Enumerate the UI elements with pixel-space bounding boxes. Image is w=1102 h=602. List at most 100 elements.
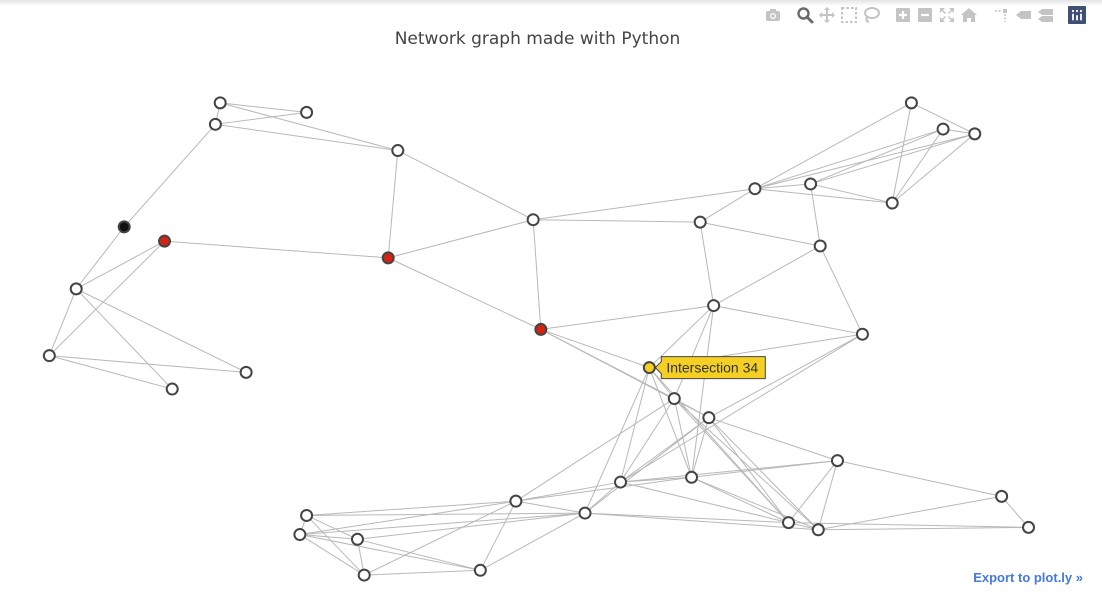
graph-node[interactable] [885, 196, 899, 210]
pan-button[interactable] [816, 5, 838, 25]
graph-node[interactable] [391, 144, 405, 158]
graph-node[interactable] [165, 382, 179, 396]
graph-node[interactable] [534, 322, 548, 336]
graph-edge [540, 305, 714, 330]
graph-edge [708, 417, 819, 531]
hover-label-box [654, 356, 766, 380]
graph-node[interactable] [936, 122, 950, 136]
graph-edge [620, 367, 650, 483]
graph-edge [891, 128, 944, 204]
graph-edge [673, 398, 819, 531]
nodes-layer [42, 96, 1036, 582]
hover-compare-icon [1038, 9, 1053, 22]
graph-edge [479, 500, 517, 571]
graph-edge [754, 102, 912, 190]
graph-edge [891, 133, 976, 204]
graph-node[interactable] [748, 182, 762, 196]
graph-edge [299, 534, 481, 571]
graph-node[interactable] [69, 282, 83, 296]
graph-node[interactable] [213, 96, 227, 110]
zoom-icon [797, 7, 814, 24]
camera-button[interactable] [762, 5, 784, 25]
graph-node[interactable] [239, 365, 253, 379]
graph-edge [674, 398, 710, 419]
graph-edge [584, 481, 621, 514]
graph-edge [306, 500, 516, 516]
graph-edge [818, 495, 1002, 531]
graph-edge [533, 188, 755, 221]
graph-node[interactable] [293, 528, 307, 542]
plotly-logo-button[interactable] [1066, 5, 1088, 25]
graph-node[interactable] [526, 213, 540, 227]
graph-node[interactable] [811, 523, 825, 537]
graph-edge [754, 183, 811, 190]
lasso-select-icon [864, 7, 880, 23]
graph-node[interactable] [968, 127, 982, 141]
zoom-out-button[interactable] [914, 5, 936, 25]
graph-node[interactable] [855, 327, 869, 341]
graph-node[interactable] [300, 508, 314, 522]
graph-node[interactable] [158, 234, 172, 248]
graph-node[interactable] [813, 239, 827, 253]
lasso-select-button[interactable] [860, 5, 882, 25]
graph-node[interactable] [685, 470, 699, 484]
graph-edge [837, 460, 1002, 497]
graph-node[interactable] [830, 454, 844, 468]
graph-node[interactable] [300, 105, 314, 119]
graph-edge [75, 288, 247, 373]
graph-edge [891, 102, 912, 204]
graph-node[interactable] [707, 299, 721, 313]
graph-edge [911, 102, 975, 135]
zoom-in-button[interactable] [892, 5, 914, 25]
graph-edge [357, 512, 586, 540]
graph-node[interactable] [350, 532, 364, 546]
graph-edge [515, 398, 675, 502]
graph-edge [75, 240, 165, 290]
graph-edge [480, 512, 586, 571]
graph-node[interactable] [208, 117, 222, 131]
reset-axes-button[interactable] [958, 5, 980, 25]
box-select-button[interactable] [838, 5, 860, 25]
graph-node[interactable] [614, 475, 628, 489]
graph-edge [215, 111, 307, 125]
graph-edge [584, 367, 650, 514]
graph-node[interactable] [782, 516, 796, 530]
graph-edge [817, 460, 838, 530]
graph-edge [306, 515, 365, 576]
zoom-button[interactable] [794, 5, 816, 25]
graph-node[interactable] [509, 494, 523, 508]
graph-node[interactable] [357, 568, 371, 582]
autoscale-button[interactable] [936, 5, 958, 25]
graph-edge [713, 305, 863, 335]
graph-node[interactable] [667, 392, 681, 406]
graph-edge [387, 150, 399, 258]
graph-node[interactable] [381, 251, 395, 265]
graph-edge [357, 538, 481, 571]
graph-edge [691, 476, 789, 524]
graph-node[interactable] [642, 361, 656, 375]
export-to-plotly-link[interactable]: Export to plot.ly » [973, 570, 1083, 585]
graph-edge [584, 512, 819, 531]
graph-node[interactable] [904, 96, 918, 110]
graph-edge [691, 417, 710, 478]
hover-compare-button[interactable] [1034, 5, 1056, 25]
graph-node[interactable] [117, 220, 131, 234]
graph-node[interactable] [702, 411, 716, 425]
graph-edge [48, 288, 77, 356]
graph-edge [387, 257, 542, 330]
hover-closest-button[interactable] [1012, 5, 1034, 25]
graph-node[interactable] [804, 177, 818, 191]
graph-node[interactable] [693, 215, 707, 229]
graph-edge [515, 481, 621, 502]
graph-edge [532, 219, 542, 330]
graph-node[interactable] [1022, 520, 1036, 534]
graph-node[interactable] [578, 506, 592, 520]
graph-edge [810, 128, 944, 185]
graph-node[interactable] [995, 489, 1009, 503]
graph-node[interactable] [42, 349, 56, 363]
spike-lines-button[interactable] [990, 5, 1012, 25]
graph-node[interactable] [473, 563, 487, 577]
graph-edge [673, 305, 715, 399]
camera-icon [766, 9, 780, 21]
